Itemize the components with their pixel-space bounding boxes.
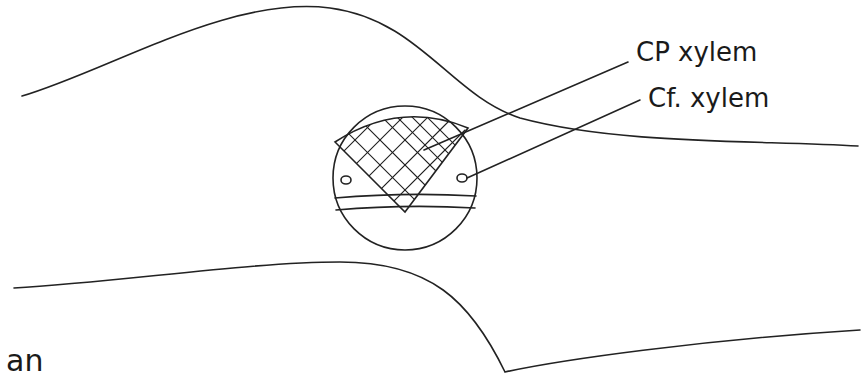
xylem-vessel [341,176,351,184]
leader-line [424,62,628,150]
leader-line [467,100,640,178]
xylem-vessel [457,174,467,182]
partial-text: an [6,344,43,377]
band-line [336,206,475,210]
stele-circle [333,106,477,250]
xylem-label: Cf. xylem [648,84,769,113]
outer-outline [14,262,860,372]
protoxylem-wedge [335,117,468,212]
outer-outline [22,6,858,146]
hatching [270,80,510,280]
band-line [335,194,476,198]
xylem-label: CP xylem [636,38,757,67]
